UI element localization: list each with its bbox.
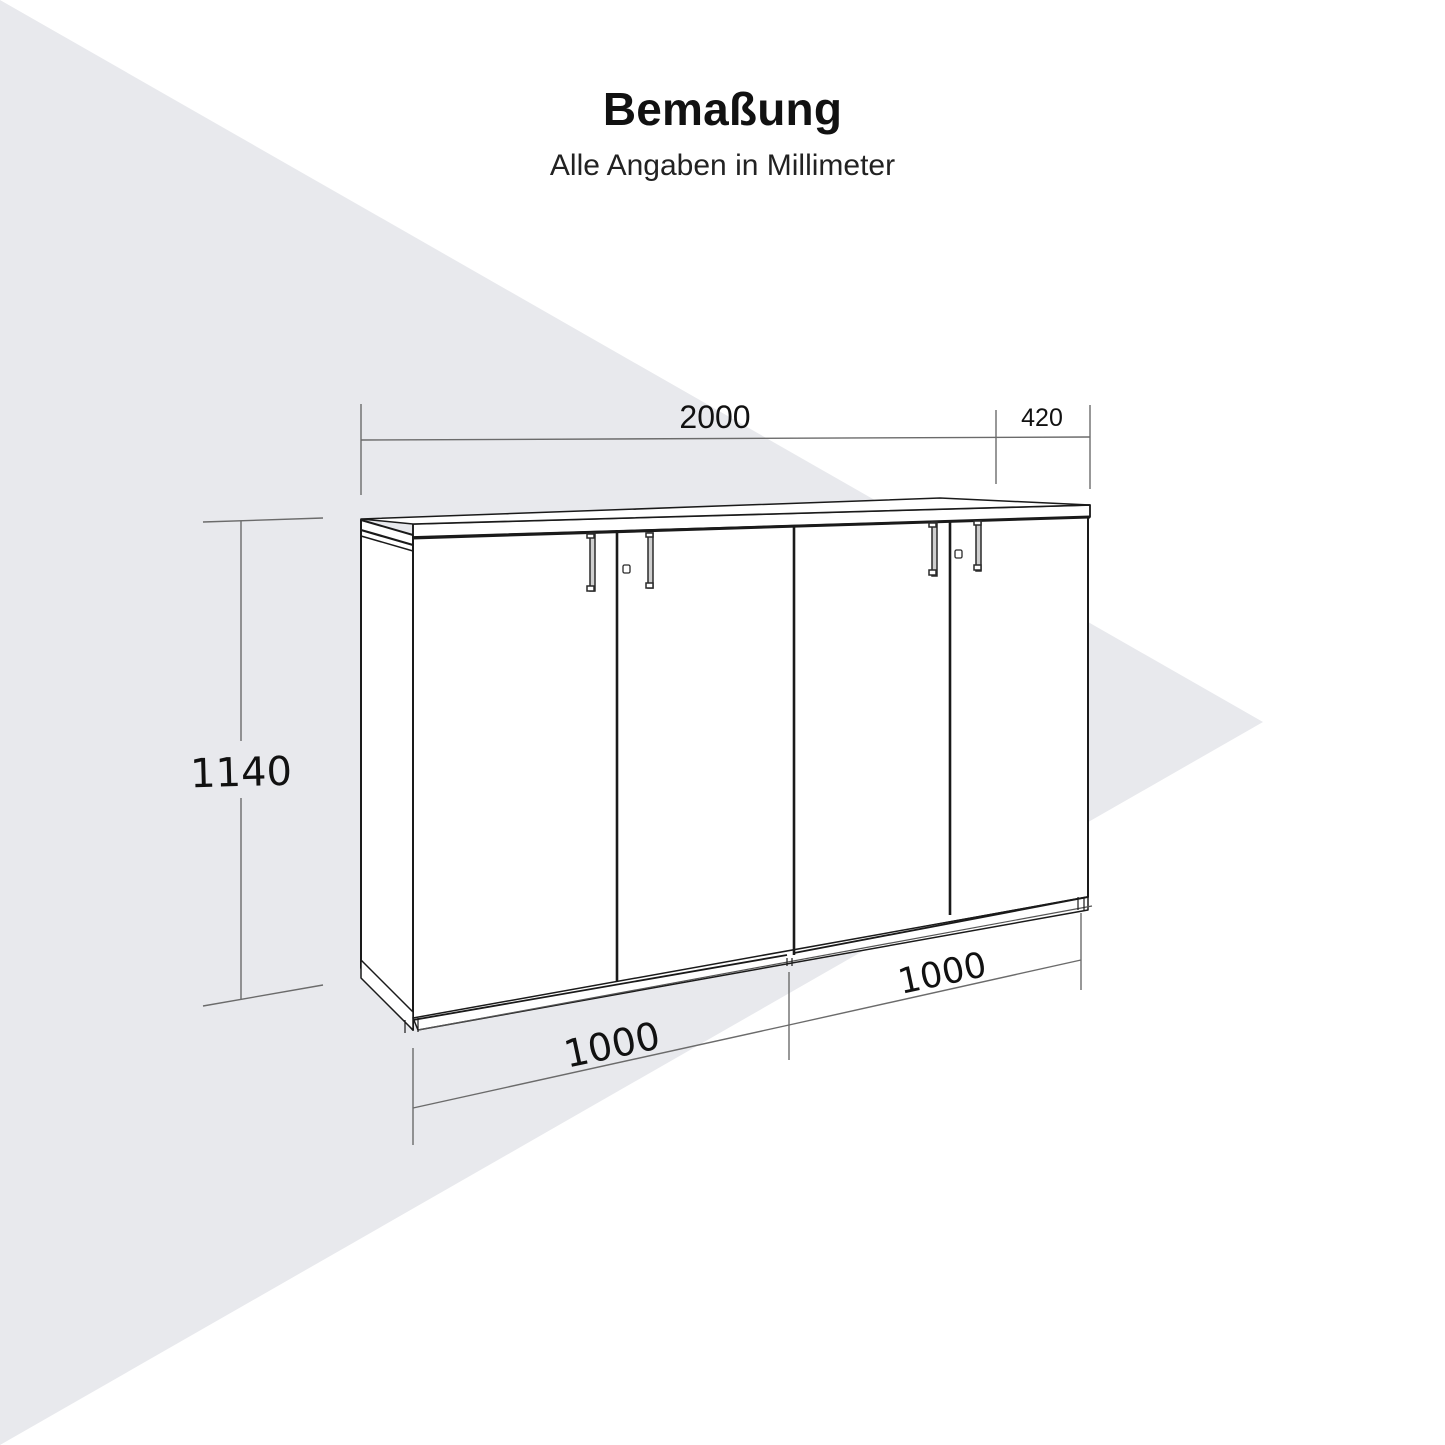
handle-icon [645,532,654,589]
doors [412,521,1089,1021]
page-title: Bemaßung [602,83,843,135]
handle-icon [973,520,982,572]
dimension-lines [202,404,1091,1145]
page-subtitle: Alle Angaben in Millimeter [549,149,896,182]
handles [586,520,982,592]
header: Bemaßung Alle Angaben in Millimeter [0,78,1445,186]
dim-label-height: 1140 [190,749,293,798]
dim-label-depth: 420 [1021,404,1063,432]
locks [622,549,963,574]
dim-label-module-right: 1000 [895,945,990,1003]
handle-icon [586,532,596,592]
dim-label-module-left: 1000 [560,1013,664,1076]
cabinet [360,497,1093,1033]
handle-icon [928,521,938,577]
lock-icon [954,549,963,559]
dim-label-total-width: 2000 [679,399,750,435]
lock-icon [622,564,631,574]
